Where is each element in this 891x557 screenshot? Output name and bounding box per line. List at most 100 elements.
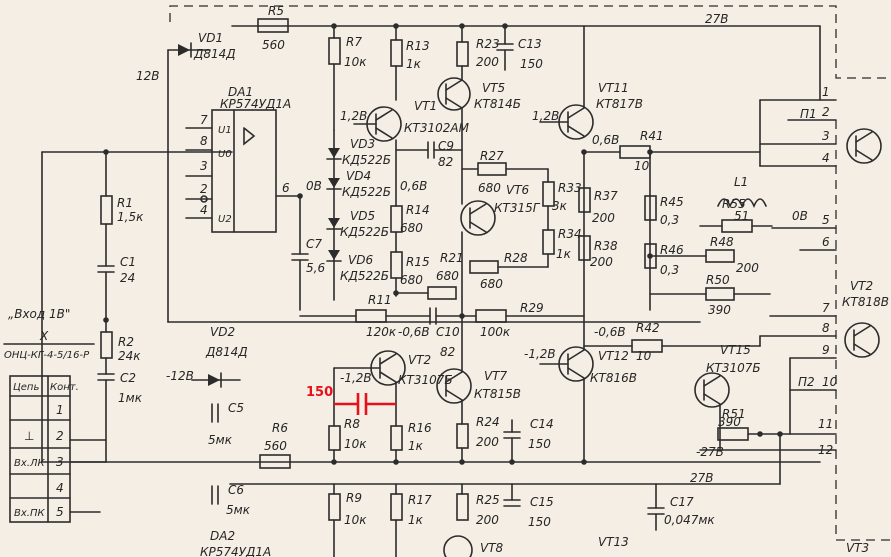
resistor-r45: R45 0,3: [644, 151, 684, 311]
svg-text:6: 6: [282, 181, 290, 195]
svg-text:12В: 12В: [136, 69, 160, 83]
svg-text:R25: R25: [476, 493, 500, 507]
transistor-vt7: VT7 КТ815В: [436, 368, 521, 404]
resistor-r27: R27 680: [461, 149, 549, 195]
svg-text:0В: 0В: [306, 179, 322, 193]
svg-text:R51: R51: [722, 407, 746, 421]
capacitor-c1: C1 24: [97, 223, 136, 321]
svg-text:П1: П1: [800, 107, 817, 121]
svg-text:R7: R7: [346, 35, 362, 49]
svg-text:R6: R6: [272, 421, 288, 435]
capacitor-c5: C5 5мк: [208, 401, 244, 447]
svg-text:R21: R21: [440, 251, 464, 265]
frame: [169, 5, 891, 541]
svg-text:200: 200: [592, 211, 615, 225]
svg-text:КД522Б: КД522Б: [340, 269, 389, 283]
resistor-r34: R34 1к: [542, 205, 582, 268]
svg-text:8: 8: [822, 321, 830, 335]
svg-text:51: 51: [734, 209, 749, 223]
rail-label-bottom-neg: -27В: [696, 445, 724, 459]
rails: [41, 25, 831, 485]
svg-text:-0,6В: -0,6В: [594, 325, 626, 339]
svg-text:C9: C9: [438, 139, 454, 153]
svg-text:КТ3107Б: КТ3107Б: [706, 361, 761, 375]
svg-text:R50: R50: [706, 273, 730, 287]
transistor-vt2: VT2 КТ3107Б -1,2В: [333, 350, 453, 387]
svg-text:R41: R41: [640, 129, 664, 143]
svg-text:КР574УД1А: КР574УД1А: [200, 545, 271, 557]
svg-text:1: 1: [822, 85, 830, 99]
transistor-top-right: [846, 128, 882, 164]
capacitor-c10: C10 82 -0,6В: [398, 307, 463, 359]
svg-text:⊥: ⊥: [24, 429, 34, 443]
svg-text:3: 3: [200, 159, 208, 173]
svg-text:VT2: VT2: [408, 353, 431, 367]
svg-text:1,5к: 1,5к: [117, 210, 144, 224]
svg-text:-1,2В: -1,2В: [524, 347, 556, 361]
vt13-label: VT13: [598, 535, 629, 549]
zener-vd1: VD1 Д814Д 12В: [136, 31, 236, 83]
svg-text:КР574УД1А: КР574УД1А: [220, 97, 291, 111]
svg-text:C7: C7: [306, 237, 322, 251]
svg-text:R24: R24: [476, 415, 500, 429]
svg-text:R11: R11: [368, 293, 392, 307]
capacitor-c15: C15 150: [503, 483, 554, 529]
svg-text:R9: R9: [346, 491, 362, 505]
svg-text:C5: C5: [228, 401, 244, 415]
svg-text:3к: 3к: [552, 199, 568, 213]
svg-text:390: 390: [718, 415, 741, 429]
svg-text:R38: R38: [594, 239, 618, 253]
svg-text:680: 680: [478, 181, 501, 195]
svg-text:R48: R48: [710, 235, 734, 249]
svg-text:680: 680: [400, 221, 423, 235]
svg-text:2: 2: [822, 105, 830, 119]
svg-text:1к: 1к: [408, 513, 424, 527]
svg-text:R42: R42: [636, 321, 660, 335]
svg-text:VT2: VT2: [850, 279, 873, 293]
svg-text:82: 82: [440, 345, 455, 359]
resistor-r23: R23 200: [456, 25, 500, 69]
svg-text:3: 3: [56, 455, 64, 469]
capacitor-c2: C2 1мк: [97, 357, 143, 463]
svg-text:Д814Д: Д814Д: [193, 47, 236, 61]
svg-text:10к: 10к: [344, 437, 367, 451]
svg-text:КД522Б: КД522Б: [340, 225, 389, 239]
svg-text:1к: 1к: [408, 439, 424, 453]
svg-text:R55: R55: [722, 197, 746, 211]
transistor-vt5: VT5 КТ814Б: [437, 77, 521, 111]
svg-text:C6: C6: [228, 483, 244, 497]
svg-text:R14: R14: [406, 203, 430, 217]
transistor-vt1: VT1 КТ3102АМ 1,2В: [340, 99, 470, 142]
transistor-vt15: VT15 КТ3107Б: [694, 343, 761, 408]
svg-text:Цепь: Цепь: [13, 382, 39, 393]
svg-text:R45: R45: [660, 195, 684, 209]
svg-text:VD3: VD3: [350, 137, 375, 151]
svg-text:1: 1: [56, 403, 64, 417]
svg-text:КТ814Б: КТ814Б: [474, 97, 521, 111]
resistor-r50: R50 390: [649, 273, 771, 317]
svg-text:R33: R33: [558, 181, 582, 195]
svg-text:R15: R15: [406, 255, 430, 269]
connector-pins: П1 П2 1 2 3 4 5 6 7 8 9 10 11 12 0В: [759, 85, 838, 457]
svg-text:150: 150: [520, 57, 543, 71]
opamp-da1: DA1 КР574УД1А U1 U0 U2 7 8 3 2 4 6: [185, 85, 301, 233]
input-conn-x: Х: [39, 329, 49, 343]
svg-text:VT11: VT11: [598, 81, 629, 95]
resistor-r46: R46 0,3: [644, 243, 684, 277]
svg-text:C13: C13: [518, 37, 542, 51]
svg-text:560: 560: [264, 439, 287, 453]
svg-text:5: 5: [56, 505, 64, 519]
svg-text:Вх.ПК: Вх.ПК: [14, 508, 45, 519]
resistor-r15: R15 680: [390, 231, 430, 297]
svg-text:R29: R29: [520, 301, 544, 315]
resistor-r9: R9 10к: [328, 483, 367, 557]
capacitor-c7: C7 5,6 0В: [291, 179, 325, 311]
svg-text:C1: C1: [120, 255, 136, 269]
resistor-r5: R5 560: [257, 4, 289, 52]
svg-text:КТ3107Б: КТ3107Б: [398, 373, 453, 387]
svg-text:R34: R34: [558, 227, 582, 241]
svg-text:1,2В: 1,2В: [340, 109, 367, 123]
svg-text:200: 200: [476, 435, 499, 449]
svg-text:R2: R2: [118, 335, 134, 349]
